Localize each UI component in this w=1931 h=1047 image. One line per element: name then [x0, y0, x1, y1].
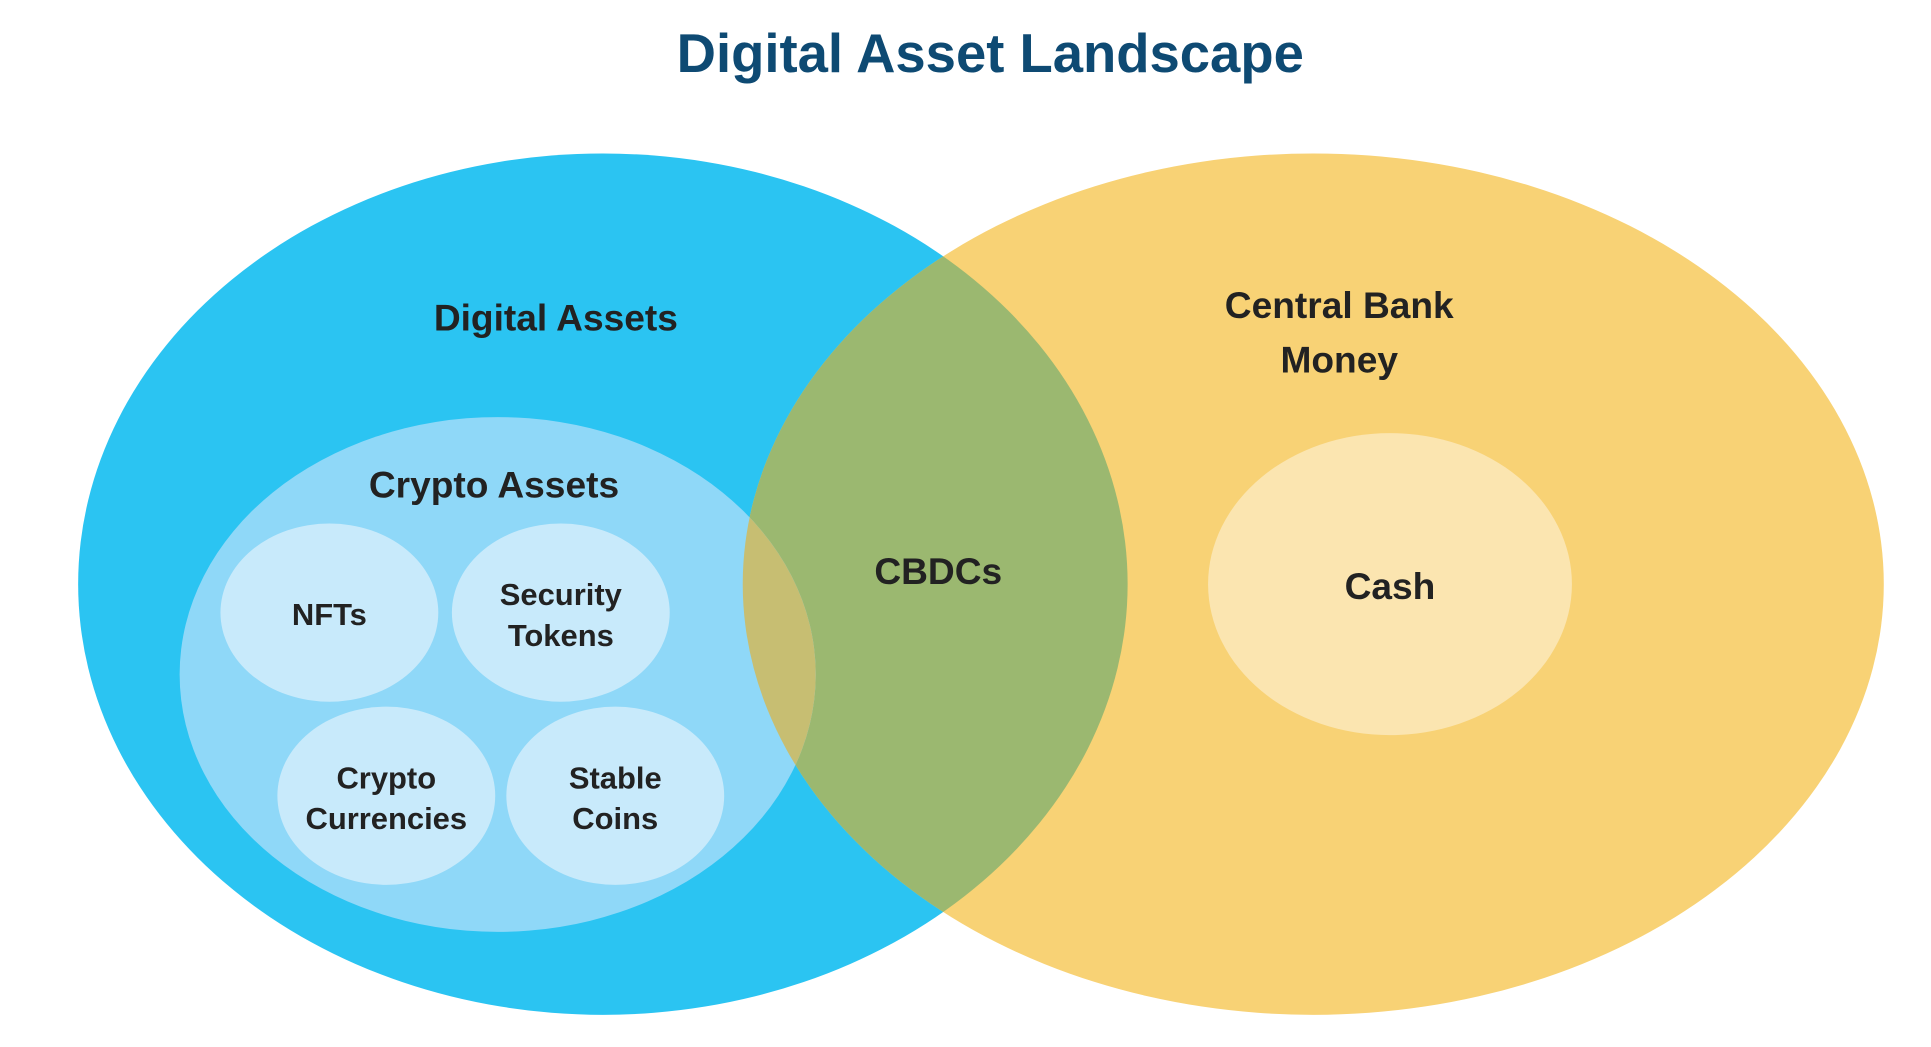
crypto-currencies-circle	[277, 706, 496, 885]
nfts-circle	[220, 523, 439, 702]
central-bank-label-line2: Money	[1280, 339, 1398, 381]
cash-label: Cash	[1345, 565, 1436, 607]
stable-coins-label-line1: Stable	[569, 760, 662, 795]
crypto-currencies-label-line2: Currencies	[306, 801, 468, 836]
cash-circle	[1208, 433, 1572, 736]
security-tokens-label-line1: Security	[500, 577, 623, 612]
digital-assets-label: Digital Assets	[434, 296, 678, 338]
nfts-label: NFTs	[292, 597, 367, 632]
stable-coins-circle	[506, 706, 725, 885]
crypto-assets-label: Crypto Assets	[369, 464, 619, 506]
security-tokens-circle	[451, 523, 670, 702]
cbdcs-label: CBDCs	[874, 550, 1002, 592]
crypto-currencies-label-line1: Crypto	[336, 760, 436, 795]
security-tokens-label-line2: Tokens	[508, 618, 614, 653]
cbdc-intersection	[742, 153, 1128, 1015]
diagram-title: Digital Asset Landscape	[677, 23, 1304, 84]
stable-coins-label-line2: Coins	[572, 801, 658, 836]
central-bank-label-line1: Central Bank	[1225, 284, 1454, 326]
